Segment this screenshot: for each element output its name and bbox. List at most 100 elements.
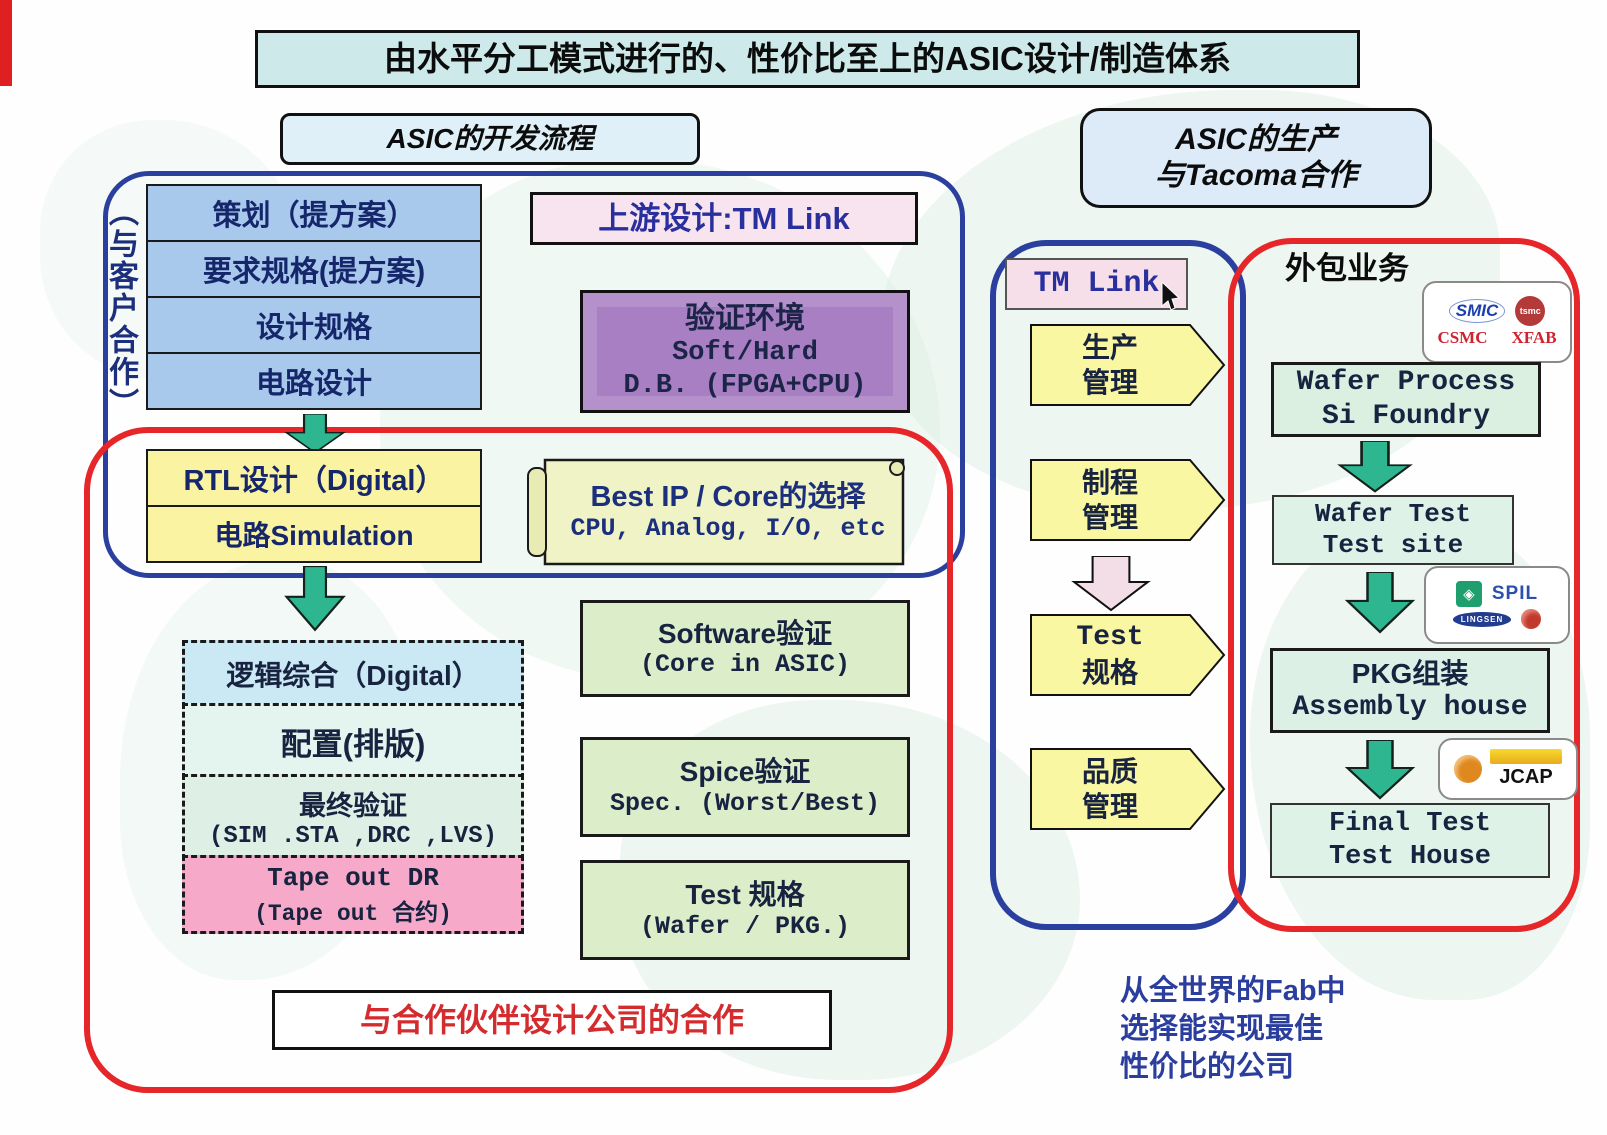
pkg-assembly-box: PKG组装 Assembly house	[1270, 648, 1550, 733]
mouse-cursor-icon	[1160, 280, 1181, 312]
chantek-logo: ◈	[1455, 581, 1482, 607]
down-arrow-icon	[280, 564, 350, 632]
red-round-logo	[1521, 609, 1542, 629]
production-header: ASIC的生产 与Tacoma合作	[1080, 108, 1432, 208]
outsourcing-container	[1228, 238, 1580, 932]
rtl-row: 电路Simulation	[146, 505, 482, 563]
dev-flow-header: ASIC的开发流程	[280, 113, 700, 165]
flow-box-line1: Wafer Process	[1296, 366, 1516, 398]
footnote-line: 选择能实现最佳	[1120, 1013, 1324, 1045]
mgmt-arrow-line2: 管理	[1081, 367, 1138, 398]
spice-verify-box: Spice验证 Spec. (Worst/Best)	[580, 737, 910, 837]
verify-env-line3: D.B. (FPGA+CPU)	[623, 370, 867, 401]
xfab-logo: XFAB	[1511, 328, 1557, 347]
down-arrow-icon	[1340, 739, 1420, 800]
verify-env-line1: 验证环境	[685, 302, 805, 336]
dashed-row-tapeout: Tape out DR (Tape out 合约)	[182, 855, 524, 934]
flow-box-line1: PKG组装	[1351, 657, 1469, 689]
main-title: 由水平分工模式进行的、性价比至上的ASIC设计/制造体系	[383, 40, 1231, 78]
orange-round-logo	[1454, 755, 1482, 783]
scroll-icon	[527, 458, 905, 566]
tm-link-label: TM Link	[1033, 267, 1160, 301]
mgmt-arrow-line2: 管理	[1081, 502, 1138, 533]
dashed-row-sublabel: (Tape out 合约)	[254, 900, 452, 927]
customer-cooperation-container	[103, 171, 965, 578]
ip-core-scroll: Best IP / Core的选择 CPU, Analog, I/O, etc	[523, 454, 915, 570]
dashed-row-label: 配置(排版)	[280, 726, 426, 762]
verify-env-line2: Soft/Hard	[672, 338, 818, 369]
jcap-logo-card: JCAP	[1438, 738, 1578, 800]
flow-box-line2: Test House	[1328, 841, 1492, 872]
flow-box-line2: Assembly house	[1292, 691, 1528, 723]
partner-banner: 与合作伙伴设计公司的合作	[272, 990, 832, 1050]
jcap-logo: JCAP	[1499, 766, 1553, 788]
flow-box-line1: Wafer Test	[1314, 498, 1472, 529]
yellow-bar-logo	[1490, 749, 1562, 764]
rtl-stack: RTL设计（Digital） 电路Simulation	[146, 449, 482, 563]
smic-logo: SMIC	[1448, 299, 1506, 323]
plan-row: 电路设计	[146, 352, 482, 410]
side-label-customer-cooperation: （与客户合作）	[104, 196, 137, 420]
left-edge-red-strip	[0, 0, 12, 86]
flow-box-line1: Final Test	[1328, 809, 1492, 840]
dashed-row-logic-synthesis: 逻辑综合（Digital）	[182, 640, 524, 708]
upstream-design-label: 上游设计:TM Link	[598, 200, 850, 236]
dashed-row-label: 最终验证	[299, 791, 407, 821]
footnote: 从全世界的Fab中 选择能实现最佳 性价比的公司	[1120, 972, 1420, 1086]
tm-link-box: TM Link	[1005, 258, 1188, 310]
verify-box-line1: Test 规格	[685, 879, 805, 911]
dashed-row-sublabel: (SIM .STA ,DRC ,LVS)	[208, 823, 498, 850]
wafer-process-box: Wafer Process Si Foundry	[1271, 362, 1541, 437]
footnote-line: 从全世界的Fab中	[1120, 975, 1346, 1007]
rtl-row: RTL设计（Digital）	[146, 449, 482, 507]
plan-row: 要求规格(提方案)	[146, 240, 482, 298]
tsmc-logo: tsmc	[1515, 296, 1546, 326]
ip-scroll-line1: Best IP / Core的选择	[590, 480, 866, 513]
assembly-logo-card: ◈ SPIL LINGSEN	[1424, 566, 1570, 644]
dashed-row-placement: 配置(排版)	[182, 703, 524, 779]
wafer-test-box: Wafer Test Test site	[1272, 495, 1514, 565]
mgmt-arrow-process: 制程 管理	[1030, 459, 1226, 541]
tm-link-container	[990, 240, 1246, 930]
mgmt-arrow-line1: Test	[1076, 622, 1144, 653]
verify-box-line1: Spice验证	[679, 756, 811, 788]
final-test-box: Final Test Test House	[1270, 803, 1550, 878]
verification-env-box: 验证环境 Soft/Hard D.B. (FPGA+CPU)	[580, 290, 910, 413]
dashed-row-label: Tape out DR	[267, 862, 439, 893]
mgmt-arrow-line1: 制程	[1081, 467, 1138, 498]
dashed-row-label: 逻辑综合（Digital）	[226, 660, 480, 691]
csmc-logo: CSMC	[1437, 328, 1488, 347]
backend-dashed-stack: 逻辑综合（Digital） 配置(排版) 最终验证 (SIM .STA ,DRC…	[182, 640, 524, 934]
plan-row: 策划（提方案）	[146, 184, 482, 242]
down-arrow-icon	[280, 413, 350, 454]
lingsen-logo: LINGSEN	[1452, 611, 1512, 627]
mgmt-arrow-line1: 生产	[1081, 332, 1138, 363]
mgmt-arrow-line2: 管理	[1081, 791, 1138, 822]
software-verify-box: Software验证 (Core in ASIC)	[580, 600, 910, 697]
main-title-bar: 由水平分工模式进行的、性价比至上的ASIC设计/制造体系	[255, 30, 1360, 88]
partner-cooperation-container	[84, 427, 953, 1093]
flow-box-line2: Test site	[1322, 530, 1464, 560]
footnote-line: 性价比的公司	[1120, 1051, 1295, 1083]
flow-box-line2: Si Foundry	[1321, 400, 1491, 432]
pink-down-arrow-icon	[1066, 555, 1156, 612]
verify-box-line1: Software验证	[657, 617, 833, 649]
verify-box-line2: (Core in ASIC)	[639, 650, 851, 680]
plan-row: 设计规格	[146, 296, 482, 354]
production-header-line2: 与Tacoma合作	[1154, 159, 1358, 192]
dev-flow-header-label: ASIC的开发流程	[386, 123, 594, 155]
test-spec-box: Test 规格 (Wafer / PKG.)	[580, 860, 910, 960]
upstream-design-box: 上游设计:TM Link	[530, 192, 918, 245]
mgmt-arrow-quality: 品质 管理	[1030, 748, 1226, 830]
spil-logo: SPIL	[1491, 583, 1539, 604]
mgmt-arrow-production: 生产 管理	[1030, 324, 1226, 406]
planning-stack: 策划（提方案） 要求规格(提方案) 设计规格 电路设计	[146, 184, 482, 410]
dashed-row-final-verification: 最终验证 (SIM .STA ,DRC ,LVS)	[182, 774, 524, 860]
verify-box-line2: (Wafer / PKG.)	[639, 911, 851, 941]
down-arrow-icon	[1340, 570, 1420, 634]
ip-scroll-line2: CPU, Analog, I/O, etc	[570, 514, 886, 544]
mgmt-arrow-line2: 规格	[1081, 657, 1138, 688]
mgmt-arrow-line1: 品质	[1081, 756, 1138, 787]
outsourcing-title: 外包业务	[1285, 251, 1409, 286]
